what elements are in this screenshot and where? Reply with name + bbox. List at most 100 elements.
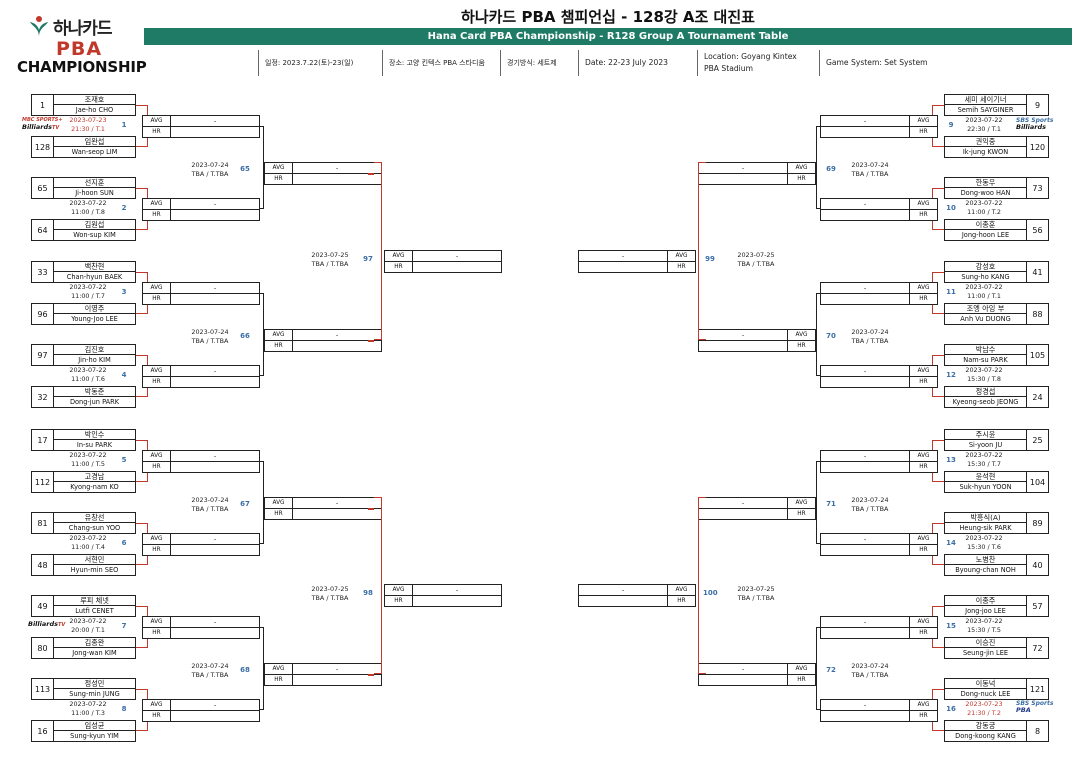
avg-label: AVG [143,700,171,711]
match-number-12: 12 [946,371,956,379]
hr-label: HR [265,173,293,184]
hr-label: HR [385,595,413,606]
match-time-table: 11:00 / T.7 [71,292,105,300]
avg-value: - [171,199,259,210]
match-date: 2023-07-24 [851,662,889,670]
player-name-kr: 김종완 [54,638,135,648]
seed-number: 80 [32,638,54,658]
match-date: 2023-07-25 [737,585,775,593]
match-time-table: 11:00 / T.1 [967,292,1001,300]
player-name-kr: 강성호 [945,262,1026,272]
bracket-connector [816,627,820,710]
avg-value: - [293,163,381,174]
avg-label: AVG [787,498,815,509]
match-time-table: 15:30 / T.6 [967,543,1001,551]
avg-value: - [171,116,259,127]
match-time-table: TBA / T.TBA [311,594,349,602]
hr-label: HR [909,544,937,555]
seed-number: 104 [1026,472,1048,492]
match-time-table: TBA / T.TBA [191,170,229,178]
page-title: 하나카드 PBA 챔피언십 - 128강 A조 대진표 [461,8,755,26]
player-name-en: Anh Vu DUONG [960,315,1011,323]
match-number-99: 99 [705,255,715,263]
sbs-billiards-logo: SBS Sports Billiards [1016,117,1053,131]
avg-label: AVG [143,283,171,294]
match-date: 2023-07-22 [69,617,107,625]
hr-label: HR [909,376,937,387]
hr-label: HR [265,340,293,351]
match-date: 2023-07-22 [965,283,1003,291]
player-name-en: Chang-sun YOO [68,524,121,532]
avg-value: - [821,199,909,210]
billiards-text-3: Billiards [1016,123,1046,131]
hr-value [821,210,909,221]
bracket-connector [368,340,374,342]
avg-label: AVG [143,451,171,462]
